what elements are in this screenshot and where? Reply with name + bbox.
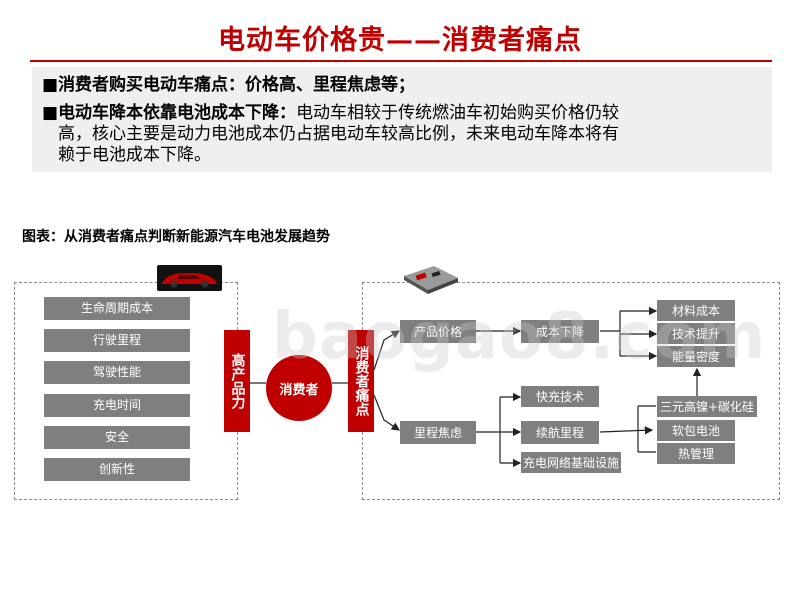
need-item: 驾驶性能: [44, 361, 190, 384]
car-image: [157, 265, 222, 291]
ternary-node: 三元高镍+碳化硅: [657, 396, 757, 417]
cost-down-node: 成本下降: [521, 320, 599, 343]
need-item: 安全: [44, 426, 190, 449]
tech-up-node: 技术提升: [657, 323, 735, 344]
charging-infra-node: 充电网络基础设施: [521, 452, 621, 473]
range-anxiety-node: 里程焦虑: [400, 421, 476, 444]
consumer-node: 消费者: [266, 355, 332, 421]
point-2-line-2: 高，核心主要是动力电池成本仍占据电动车较高比例，未来电动车降本将有: [58, 124, 619, 144]
page-title: 电动车价格贵——消费者痛点: [218, 25, 582, 56]
bullet-icon: ■: [42, 103, 59, 123]
thermal-node: 热管理: [657, 443, 735, 464]
key-points-panel: ■消费者购买电动车痛点：价格高、里程焦虑等； ■电动车降本依靠电池成本下降：电动…: [32, 67, 772, 172]
battery-pack-image: [400, 262, 462, 296]
need-item: 生命周期成本: [44, 297, 190, 320]
pain-point-label: 消费者痛点: [348, 330, 374, 432]
watermark: baogao8.com: [272, 300, 767, 374]
figure-caption: 图表：从消费者痛点判断新能源汽车电池发展趋势: [22, 229, 330, 245]
point-1-text: 消费者购买电动车痛点：价格高、里程焦虑等；: [58, 75, 416, 95]
product-price-node: 产品价格: [400, 320, 476, 343]
product-power-label: 高产品力: [224, 330, 250, 432]
need-item: 行驶里程: [44, 329, 190, 352]
fast-charge-node: 快充技术: [521, 386, 599, 407]
need-item: 充电时间: [44, 394, 190, 417]
title-divider: [30, 60, 772, 62]
point-2-text: 电动车相较于传统燃油车初始购买价格仍较: [296, 103, 620, 123]
point-1: ■消费者购买电动车痛点：价格高、里程焦虑等；: [42, 75, 415, 96]
bullet-icon: ■: [42, 75, 59, 95]
point-2: ■电动车降本依靠电池成本下降：电动车相较于传统燃油车初始购买价格仍较: [42, 103, 619, 124]
material-cost-node: 材料成本: [657, 300, 735, 321]
soft-pack-node: 软包电池: [657, 420, 735, 441]
endurance-node: 续航里程: [521, 421, 599, 444]
point-2-line-3: 赖于电池成本下降。: [58, 145, 211, 165]
need-item: 创新性: [44, 458, 190, 481]
energy-density-node: 能量密度: [657, 346, 735, 367]
point-2-heading: 电动车降本依靠电池成本下降：: [58, 103, 297, 123]
